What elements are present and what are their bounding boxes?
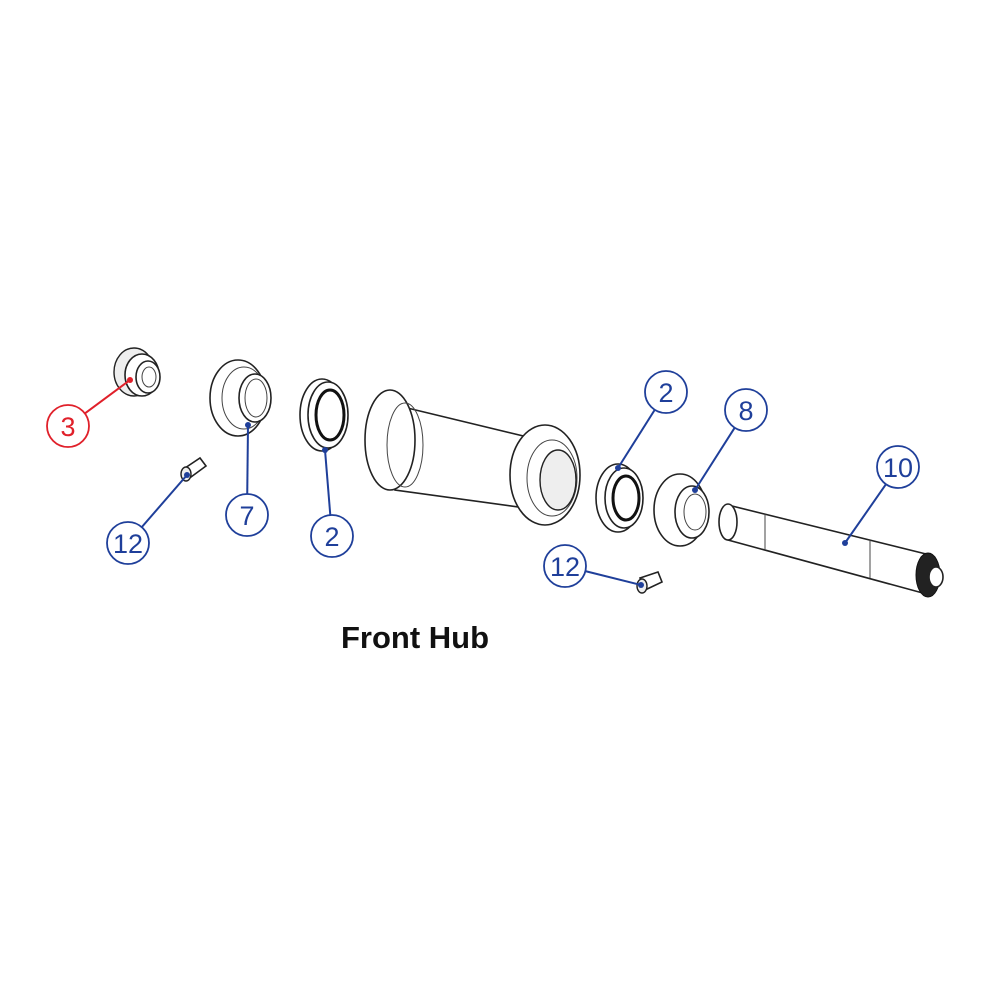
callout-label: 3 <box>60 412 75 442</box>
callout-label: 12 <box>113 529 143 559</box>
bearing-left-part <box>299 378 349 452</box>
callout-label: 2 <box>324 522 339 552</box>
callout-spacer-cone: 7 <box>225 422 269 537</box>
callout-circle <box>310 514 354 558</box>
callout-end-cap: 3 <box>46 377 133 448</box>
leader-dot <box>245 422 251 428</box>
callout-circle <box>724 388 768 432</box>
bearing-right-part <box>595 463 644 533</box>
leader-line <box>585 570 642 586</box>
callout-label: 8 <box>738 396 753 426</box>
leader-line <box>246 424 249 495</box>
callout-circle <box>644 370 688 414</box>
callout-bolt-left: 12 <box>106 472 190 565</box>
callout-label: 10 <box>883 453 913 483</box>
leader-dot <box>692 487 698 493</box>
hub-shell-part <box>364 389 581 526</box>
spacer-cone-part <box>209 359 272 437</box>
leader-line <box>141 474 188 528</box>
callout-label: 12 <box>550 552 580 582</box>
leader-line <box>324 449 332 516</box>
callout-circle <box>106 521 150 565</box>
callout-circle <box>46 404 90 448</box>
diagram-title: Front Hub <box>340 620 490 655</box>
callout-bearing-right: 2 <box>615 370 688 471</box>
leader-dot <box>638 582 644 588</box>
callout-circle <box>225 493 269 537</box>
callout-bolt-right: 12 <box>543 544 644 588</box>
leader-line <box>84 379 131 415</box>
leader-dot <box>127 377 133 383</box>
callout-circle <box>543 544 587 588</box>
leader-dot <box>184 472 190 478</box>
leader-line <box>617 409 656 469</box>
callout-bearing-left: 2 <box>310 447 354 558</box>
callout-circle <box>876 445 920 489</box>
leader-line <box>694 427 736 491</box>
callout-bearing-cone: 8 <box>692 388 768 493</box>
callout-label: 2 <box>658 378 673 408</box>
leader-dot <box>842 540 848 546</box>
leader-dot <box>615 465 621 471</box>
leader-line <box>844 483 887 544</box>
end-cap-part <box>113 347 161 397</box>
leader-dot <box>322 447 328 453</box>
bearing-cone-part <box>653 473 710 547</box>
axle-part <box>718 503 944 598</box>
callout-label: 7 <box>239 501 254 531</box>
bolt-left-part <box>180 456 208 482</box>
callout-axle: 10 <box>842 445 920 546</box>
